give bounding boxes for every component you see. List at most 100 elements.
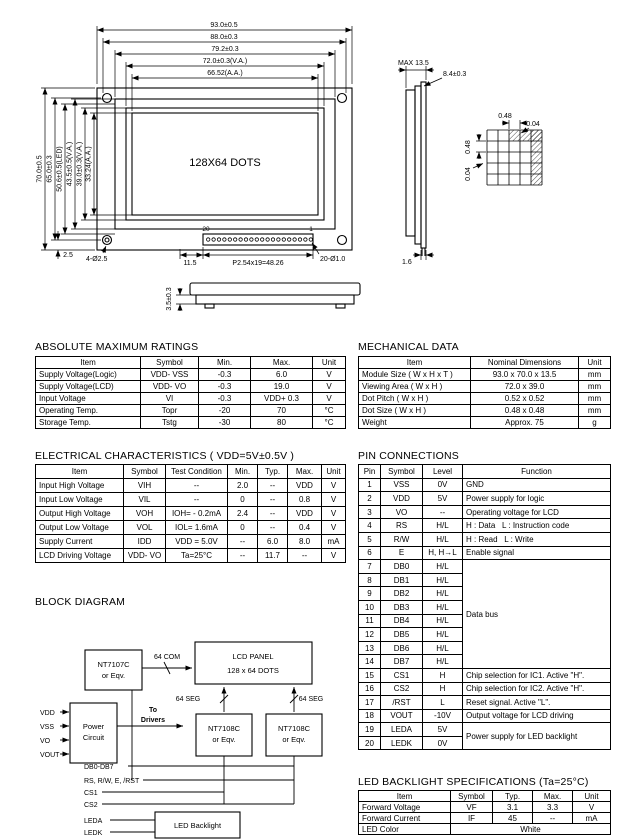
table-cell: V xyxy=(312,392,346,405)
dim-label-pitch: P2.54x19=48.26 xyxy=(232,260,283,267)
seg-driver2-ic-label: NT7108C xyxy=(278,724,311,733)
table-cell: 4 xyxy=(358,518,381,533)
table-cell: VIL xyxy=(123,492,166,507)
table-cell: 11.7 xyxy=(257,548,288,563)
table-cell: 6.0 xyxy=(257,534,288,549)
table-cell: VSS xyxy=(380,477,423,493)
table-cell: White xyxy=(450,823,611,835)
table-cell: Module Size ( W x H x T ) xyxy=(358,368,471,381)
table-cell: RS xyxy=(380,518,423,533)
seg-bus-label-1: 64 SEG xyxy=(176,696,201,703)
pin-hole-callout-label: 20-Ø1.0 xyxy=(320,256,345,263)
table-cell: Forward Current xyxy=(358,812,451,824)
table-cell: Dot Size ( W x H ) xyxy=(358,404,471,417)
signal-vout-label: VOUT xyxy=(40,752,60,759)
dim-label-88: 88.0±0.3 xyxy=(210,34,237,41)
dim-label-33: 33.24(A.A.) xyxy=(86,146,93,181)
dim-label-39: 39.0±0.3(V.A.) xyxy=(77,142,84,186)
column-header: Max. xyxy=(250,356,313,369)
dim-label-43: 43.5±0.5(V.A.) xyxy=(67,142,74,186)
column-header: Typ. xyxy=(492,790,533,802)
table-cell: Data bus xyxy=(462,559,611,669)
table-cell: -- xyxy=(257,492,288,507)
table-cell: -0.3 xyxy=(198,392,251,405)
led-section-title: LED BACKLIGHT SPECIFICATIONS (Ta=25°C) xyxy=(358,776,589,788)
table-cell: mm xyxy=(578,380,611,393)
table-cell: -- xyxy=(227,534,258,549)
table-cell: VOL xyxy=(123,520,166,535)
seg-driver1-eqv-label: or Eqv. xyxy=(212,735,235,744)
table-cell: Forward Voltage xyxy=(358,801,451,813)
dots-label: 128X64 DOTS xyxy=(189,157,261,169)
table-cell: mm xyxy=(578,392,611,405)
table-cell: 72.0 x 39.0 xyxy=(470,380,579,393)
table-cell: g xyxy=(578,416,611,429)
table-cell: 13 xyxy=(358,640,381,656)
table-cell: -0.3 xyxy=(198,368,251,381)
signal-vdd-label: VDD xyxy=(40,710,55,717)
table-cell: Reset signal. Active "L". xyxy=(462,695,611,710)
table-cell: Tstg xyxy=(140,416,199,429)
table-cell: 7 xyxy=(358,559,381,574)
table-cell: -30 xyxy=(198,416,251,429)
table-cell: 0 xyxy=(227,492,258,507)
table-cell: V xyxy=(321,506,346,521)
table-row: Module Size ( W x H x T )93.0 x 70.0 x 1… xyxy=(358,368,611,381)
table-cell: CS1 xyxy=(380,667,423,683)
to-drivers-label-2: Drivers xyxy=(141,717,165,724)
table-cell: 18 xyxy=(358,708,381,724)
table-cell: VIH xyxy=(123,478,166,493)
table-cell: Power supply for LED backlight xyxy=(462,722,611,751)
column-header: Unit xyxy=(572,790,611,802)
dim-label-72: 72.0±0.3(V.A.) xyxy=(203,58,247,65)
table-cell: V xyxy=(312,380,346,393)
table-cell: H/L xyxy=(422,586,463,601)
table-cell: DB2 xyxy=(380,586,423,601)
table-cell: Storage Temp. xyxy=(35,416,141,429)
table-cell: -10V xyxy=(422,708,463,724)
table-cell: 9 xyxy=(358,586,381,601)
table-cell: 0.4 xyxy=(287,520,322,535)
table-cell: Output High Voltage xyxy=(35,506,124,521)
table-cell: -- xyxy=(165,492,228,507)
table-cell: 15 xyxy=(358,667,381,683)
cs1-label: CS1 xyxy=(84,790,98,797)
table-cell: 20 xyxy=(358,735,381,751)
mechanical-drawing: 128X64 DOTS 20 1 93.0±0.5 88.0±0.3 79.2±… xyxy=(37,22,543,311)
column-header: Test Condition xyxy=(165,464,228,479)
seg-bus-label-2: 64 SEG xyxy=(299,696,324,703)
table-cell: VDD- VSS xyxy=(140,368,199,381)
pin-number-1: 1 xyxy=(309,226,313,233)
table-cell: V xyxy=(321,520,346,535)
table-cell: DB5 xyxy=(380,627,423,642)
table-cell: 14 xyxy=(358,654,381,669)
table-cell: -- xyxy=(257,520,288,535)
table-cell: 16 xyxy=(358,681,381,697)
table-cell: 5V xyxy=(422,722,463,737)
table-cell: 93.0 x 70.0 x 13.5 xyxy=(470,368,579,381)
table-cell: 80 xyxy=(250,416,313,429)
block-diagram-section-title: BLOCK DIAGRAM xyxy=(35,596,126,608)
column-header: Min. xyxy=(198,356,251,369)
bottom-view-outline xyxy=(189,282,361,309)
table-cell: 2.0 xyxy=(227,478,258,493)
column-header: Item xyxy=(35,356,141,369)
table-cell: mA xyxy=(321,534,346,549)
column-header: Level xyxy=(422,464,463,479)
table-cell: Operating voltage for LCD xyxy=(462,504,611,520)
